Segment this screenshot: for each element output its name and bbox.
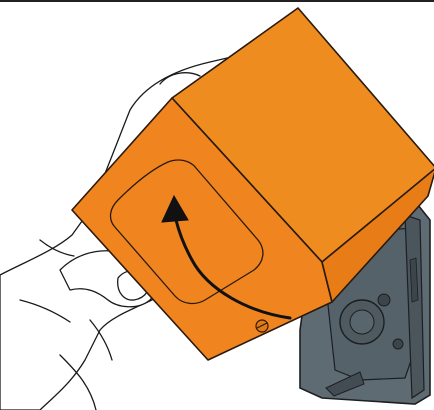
bracket-screw-hole-2 bbox=[393, 339, 403, 349]
bracket-screw-hole-1 bbox=[378, 294, 390, 306]
bracket-circle-inner bbox=[350, 310, 374, 334]
screw-icon bbox=[256, 320, 268, 332]
